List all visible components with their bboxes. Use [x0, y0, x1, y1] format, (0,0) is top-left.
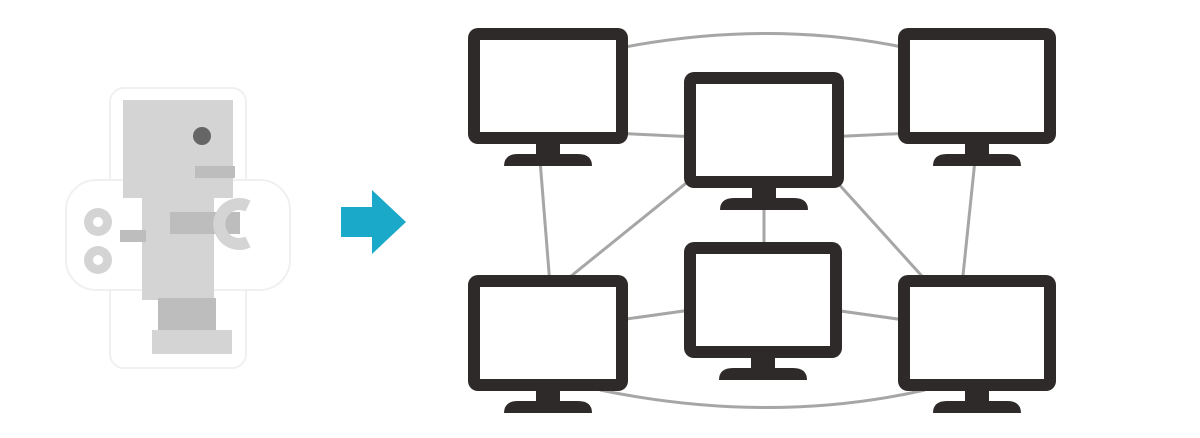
link-tr-br — [960, 159, 977, 286]
robot-legs — [158, 298, 216, 334]
robot-body — [142, 196, 214, 300]
monitor-neck — [536, 142, 560, 156]
monitor-screen — [910, 287, 1044, 379]
monitor-bottom-right — [898, 275, 1056, 413]
right-arrow-icon — [341, 190, 406, 254]
robot-mouth — [195, 166, 235, 178]
monitor-top-center — [684, 72, 844, 210]
monitor-stand — [504, 401, 592, 413]
link-tc-bl — [559, 178, 691, 287]
robot-head — [123, 100, 233, 198]
link-tc-br — [833, 178, 932, 287]
monitor-neck — [752, 186, 776, 200]
monitor-screen — [696, 254, 830, 346]
link-tl-bl — [538, 159, 552, 286]
network-monitors — [468, 28, 1056, 413]
monitor-neck — [965, 142, 989, 156]
link-top-arc — [599, 32, 926, 54]
monitor-screen — [480, 287, 616, 379]
robot-arm — [170, 212, 240, 234]
monitor-neck — [965, 389, 989, 403]
monitor-stand — [720, 198, 808, 210]
robot-eye — [193, 127, 211, 145]
robot-key-shaft — [120, 230, 146, 242]
monitor-screen — [480, 40, 616, 132]
link-bottom-arc — [599, 388, 926, 409]
robot-feet — [152, 330, 232, 354]
monitor-stand — [933, 154, 1021, 166]
monitor-screen — [696, 84, 832, 176]
monitor-neck — [536, 389, 560, 403]
monitor-bottom-center — [684, 242, 842, 380]
monitor-neck — [751, 356, 775, 370]
monitor-stand — [719, 368, 807, 380]
robot-claw — [213, 198, 251, 250]
monitor-stand — [504, 154, 592, 166]
monitor-top-left — [468, 28, 628, 166]
monitor-screen — [910, 40, 1044, 132]
wind-up-robot-icon — [65, 87, 291, 369]
monitor-top-right — [898, 28, 1056, 166]
monitor-stand — [933, 401, 1021, 413]
monitor-bottom-left — [468, 275, 628, 413]
